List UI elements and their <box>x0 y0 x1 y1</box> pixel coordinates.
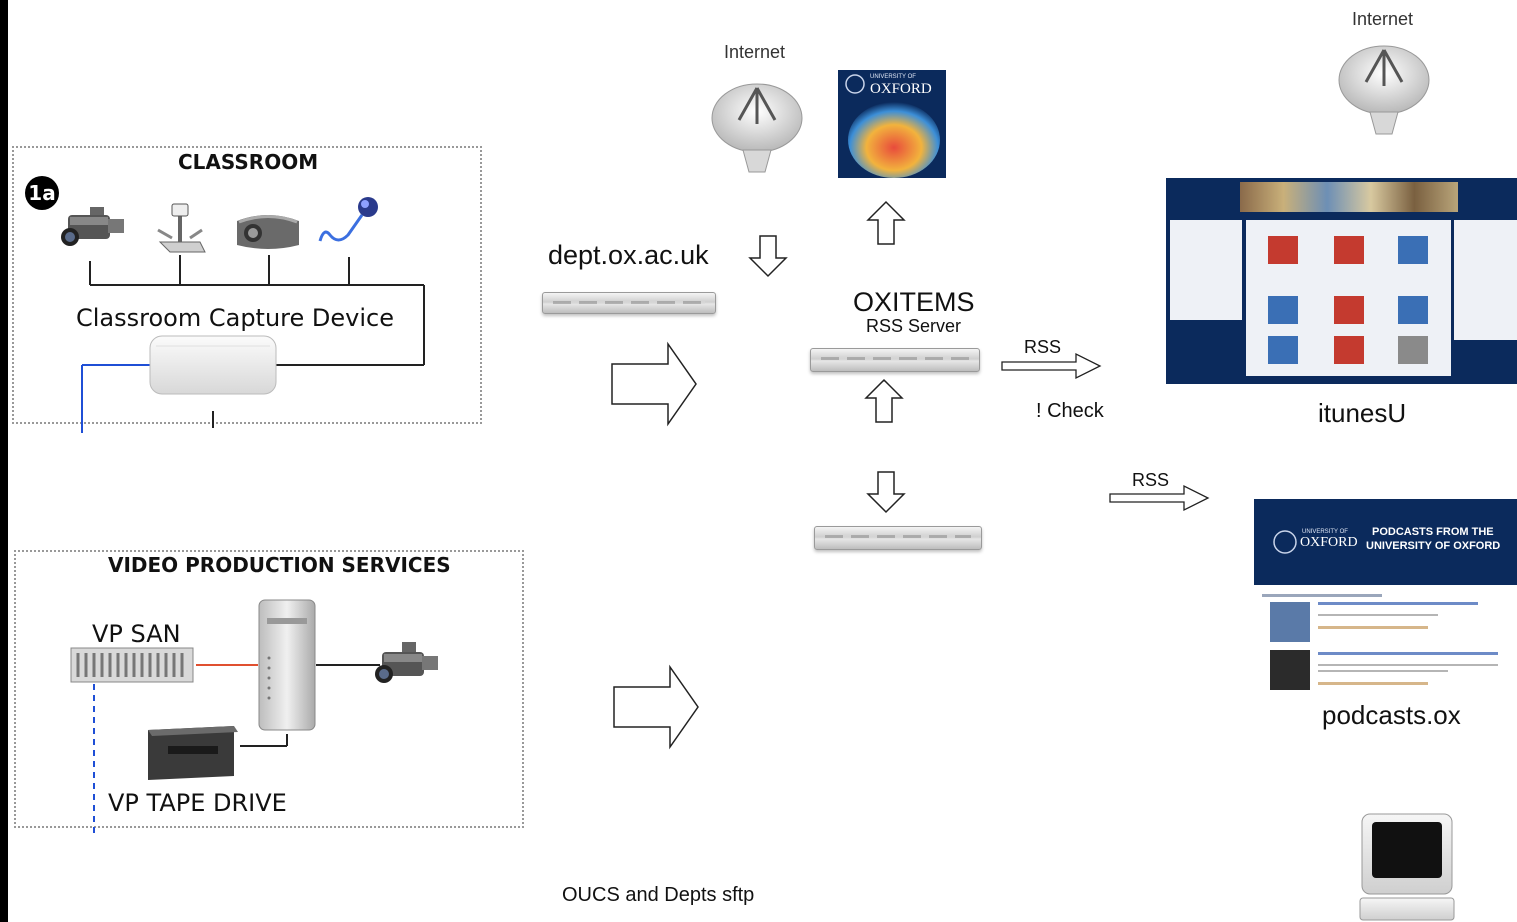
microphone-icon <box>318 197 378 242</box>
podcast-banner-oxford: OXFORD <box>1300 535 1358 550</box>
arrow-right-icon <box>1109 484 1210 512</box>
rack-server-icon <box>542 292 716 314</box>
mac-mini-icon <box>149 335 277 395</box>
arrow-down-icon <box>748 235 788 278</box>
internet-center-label: Internet <box>724 42 786 62</box>
classroom-title: CLASSROOM <box>178 150 319 174</box>
crt-monitor-icon <box>1359 813 1455 921</box>
arrow-up-icon <box>864 378 904 423</box>
podcasts-banner: UNIVERSITY OF OXFORD PODCASTS FROM THE U… <box>1254 499 1517 585</box>
tape-drive-icon <box>148 726 238 780</box>
podcast-banner-line2: UNIVERSITY OF OXFORD <box>1366 540 1501 552</box>
classroom-wiring <box>81 255 425 433</box>
rack-server-icon <box>810 348 980 372</box>
rss-bottom-label: RSS <box>1132 470 1170 490</box>
rss-top-label: RSS <box>1024 337 1062 357</box>
classroom-box <box>12 146 482 424</box>
oxford-book-cover: UNIVERSITY OF OXFORD <box>838 70 946 178</box>
itunesu-screenshot <box>1166 178 1517 384</box>
arrow-right-icon <box>611 341 697 427</box>
oxitems-label: OXITEMS <box>853 287 975 317</box>
dept-label: dept.ox.ac.uk <box>548 240 709 270</box>
podcasts-listing <box>1262 590 1512 695</box>
podcasts-label: podcasts.ox <box>1322 700 1461 730</box>
arrow-down-icon <box>866 471 906 514</box>
arrow-right-icon <box>613 664 699 750</box>
check-label: ! Check <box>1036 400 1104 422</box>
vp-tape-label: VP TAPE DRIVE <box>108 789 287 817</box>
arrow-right-icon <box>1001 352 1102 380</box>
rss-server-label: RSS Server <box>866 316 962 336</box>
oxford-logo-small: UNIVERSITY OF <box>870 74 916 80</box>
tower-computer-icon <box>258 599 316 731</box>
podcast-banner-univ: UNIVERSITY OF <box>1302 529 1348 535</box>
rack-server-icon <box>814 526 982 550</box>
video-production-wiring <box>93 664 380 838</box>
video-production-title: VIDEO PRODUCTION SERVICES <box>108 553 451 577</box>
step-badge: 1a <box>25 176 59 210</box>
itunesu-label: itunesU <box>1318 398 1407 428</box>
projector-icon <box>237 215 299 249</box>
storage-array-icon <box>70 647 194 683</box>
left-edge-bar <box>0 0 8 922</box>
arrow-up-icon <box>866 200 906 245</box>
video-camera-icon <box>61 207 124 246</box>
satellite-dish-icon <box>711 83 803 173</box>
internet-right-label: Internet <box>1352 9 1414 29</box>
podcast-banner-line1: PODCASTS FROM THE <box>1372 526 1494 538</box>
capture-device-label: Classroom Capture Device <box>76 304 394 332</box>
vp-san-label: VP SAN <box>92 620 181 648</box>
satellite-dish-icon <box>1338 45 1430 135</box>
oxford-logo-big: OXFORD <box>870 81 932 97</box>
document-camera-icon <box>157 203 206 253</box>
video-production-box <box>14 550 524 828</box>
video-camera-icon <box>375 642 438 683</box>
oucs-sftp-label: OUCS and Depts sftp <box>562 884 755 906</box>
